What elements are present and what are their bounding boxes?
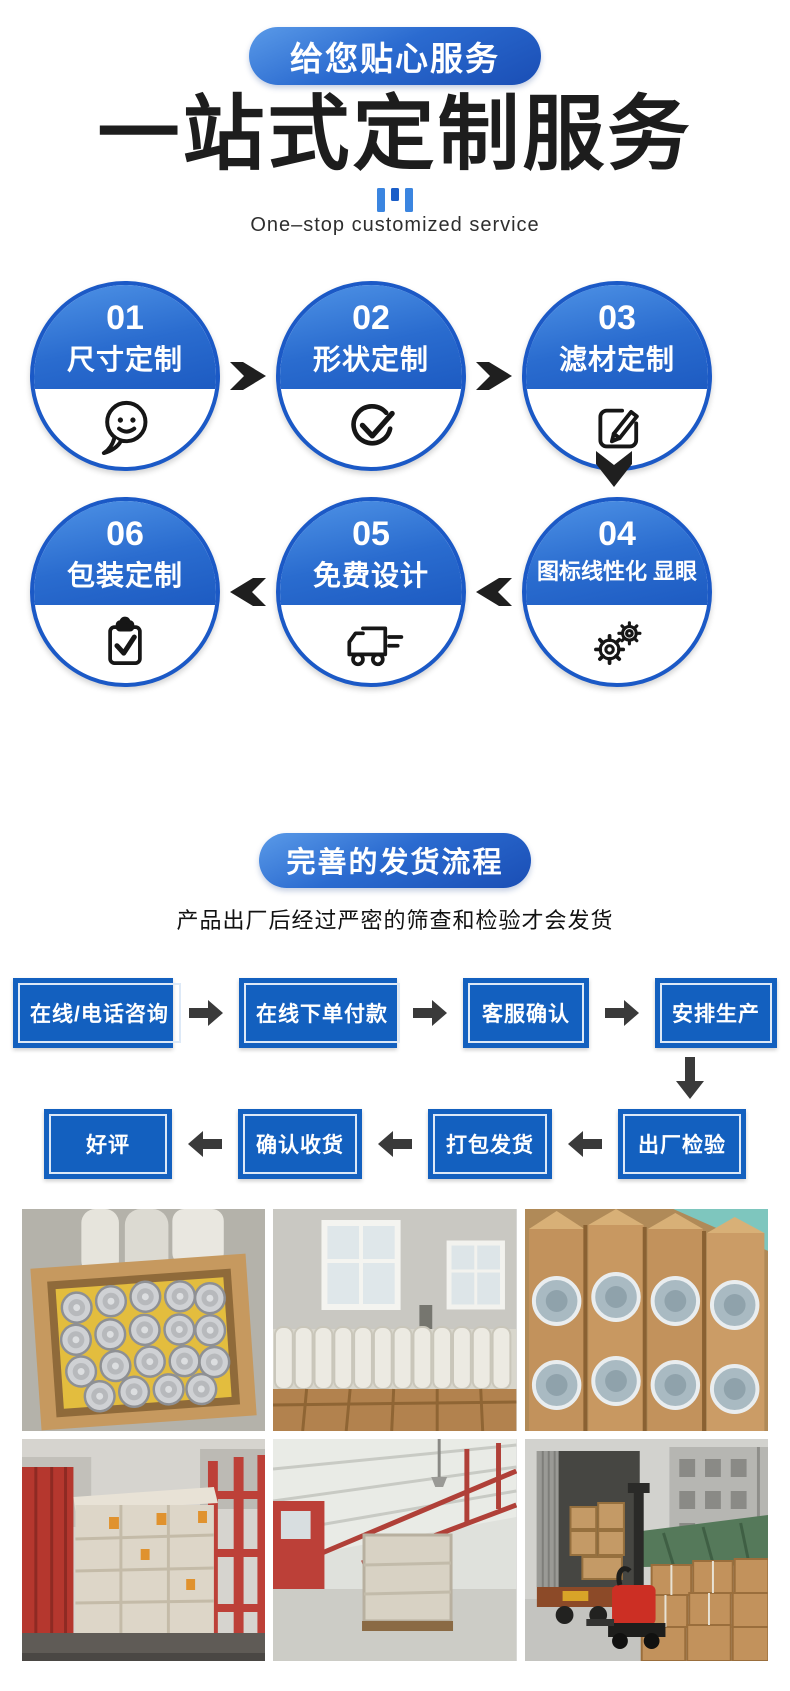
step-number: 05 [352,514,390,553]
arrow-down-icon [596,450,632,487]
step-circle-01: 01 尺寸定制 [30,280,220,471]
flow-row-2: 好评 确认收货 打包发货 出厂检验 [0,1108,790,1179]
block-arrow-right-icon [413,999,447,1026]
flow-step-inspection: 出厂检验 [618,1108,746,1179]
arrow-left-icon [476,577,512,606]
step-number: 04 [598,514,636,553]
service-badge: 给您贴心服务 [249,27,541,85]
title-divider [0,187,790,212]
custom-steps: 01 尺寸定制 02 [0,280,790,687]
step-label: 图标线性化 显眼 [536,558,698,584]
step-circle-05: 05 免费设计 [276,496,466,687]
step-02-icon-area [280,389,462,463]
photo-cartons-wrapped-filters [524,1208,768,1431]
step-number: 01 [106,298,144,337]
flow-step-pack-ship: 打包发货 [428,1108,552,1179]
flow-step-label: 客服确认 [468,982,584,1043]
shipping-description: 产品出厂后经过严密的筛查和检验才会发货 [176,907,614,933]
step-05-header: 05 免费设计 [280,500,462,605]
step-06-header: 06 包装定制 [34,500,216,605]
service-badge-label: 给您贴心服务 [290,40,500,77]
chat-smiley-icon [101,400,148,455]
flow-step-production: 安排生产 [655,977,777,1048]
block-arrow-down-icon [676,1057,704,1100]
flow-step-label: 出厂检验 [623,1113,741,1174]
step-number: 02 [352,298,390,337]
step-label: 形状定制 [312,343,429,375]
step-04-icon-area [526,605,708,679]
steps-row-2: 06 包装定制 05 免费设计 [0,496,766,687]
flow-step-label: 打包发货 [433,1113,547,1174]
step-04-header: 04 图标线性化 显眼 [526,500,708,605]
arrow-left-icon [230,577,266,606]
block-arrow-right-icon [189,999,223,1026]
photo-container-stacker [524,1438,768,1661]
step-circle-03: 03 滤材定制 [522,280,712,471]
shipping-badge-label: 完善的发货流程 [286,847,504,880]
step-circle-06: 06 包装定制 [30,496,220,687]
check-circle-icon [351,403,395,446]
flow-step-label: 在线/电话咨询 [18,982,181,1043]
flow-step-label: 安排生产 [660,982,772,1043]
step-label: 滤材定制 [558,343,675,375]
step-number: 06 [106,514,144,553]
flow-step-inquiry: 在线/电话咨询 [13,977,181,1048]
step-label: 尺寸定制 [66,343,183,375]
block-arrow-right-icon [605,999,639,1026]
triple-bar-icon [377,187,413,212]
step-01-header: 01 尺寸定制 [34,284,216,389]
arrow-right-icon [476,361,512,390]
flow-row-1: 在线/电话咨询 在线下单付款 客服确认 安排生产 [0,977,790,1048]
step-circle-02: 02 形状定制 [276,280,466,471]
flow-step-receive: 确认收货 [238,1108,362,1179]
flow-connector [0,1048,790,1109]
block-arrow-left-icon [568,1130,602,1157]
flow-step-label: 好评 [49,1113,167,1174]
flow-step-confirm: 客服确认 [463,977,589,1048]
arrow-right-icon [230,361,266,390]
step-03-icon-area [526,389,708,463]
photo-filters-in-box [22,1208,266,1431]
block-arrow-left-icon [378,1130,412,1157]
edit-pencil-icon [598,408,639,448]
step-01-icon-area [34,389,216,463]
step-circle-04: 04 图标线性化 显眼 [522,496,712,687]
factory-photo-grid [22,1208,768,1661]
flow-step-label: 确认收货 [243,1113,357,1174]
step-label: 免费设计 [312,559,429,591]
flow-step-label: 在线下单付款 [244,982,400,1043]
delivery-truck-icon [347,626,404,666]
flow-step-review: 好评 [44,1108,172,1179]
photo-red-truck-pallet [22,1438,266,1661]
page-subtitle: One–stop customized service [250,213,540,236]
page-title: 一站式定制服务 [97,89,693,180]
photo-loading-bay [273,1438,517,1661]
block-arrow-left-icon [188,1130,222,1157]
step-02-header: 02 形状定制 [280,284,462,389]
step-label: 包装定制 [66,559,183,591]
clipboard-check-icon [108,616,142,665]
step-03-header: 03 滤材定制 [526,284,708,389]
steps-row-1: 01 尺寸定制 02 [0,280,766,471]
flow-step-order: 在线下单付款 [239,977,400,1048]
photo-warehouse-filters [273,1208,517,1431]
gears-icon [594,620,642,665]
step-05-icon-area [280,605,462,679]
step-number: 03 [598,298,636,337]
shipping-badge: 完善的发货流程 [259,832,531,888]
step-06-icon-area [34,605,216,679]
